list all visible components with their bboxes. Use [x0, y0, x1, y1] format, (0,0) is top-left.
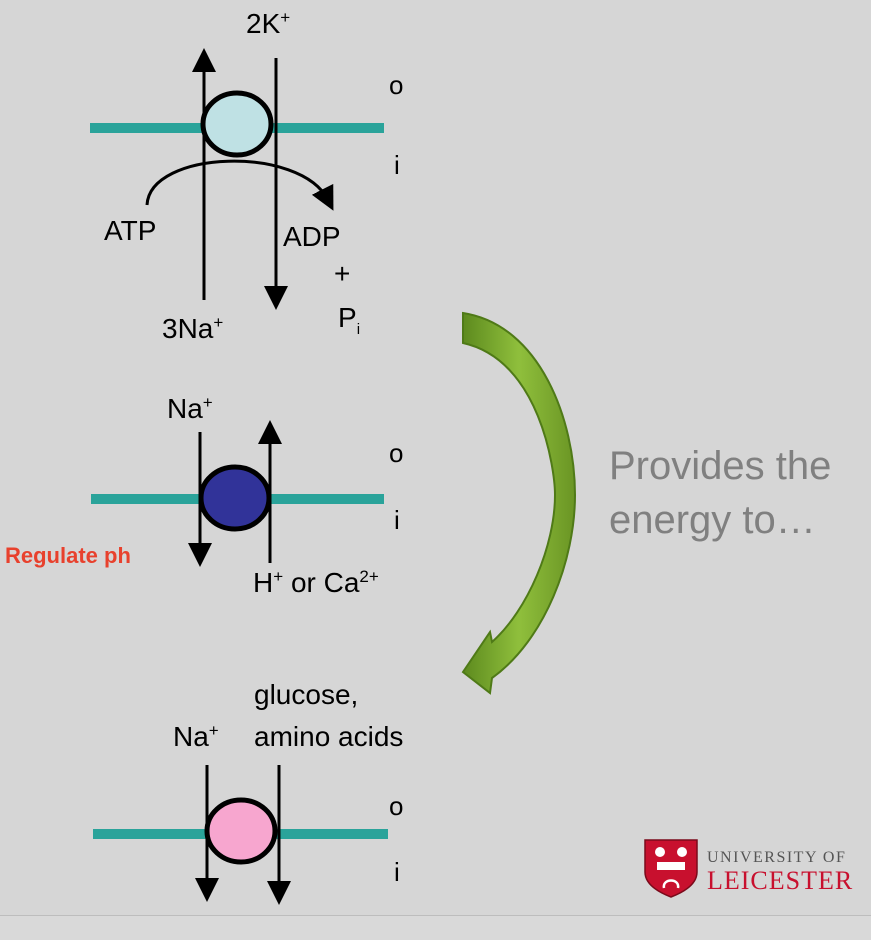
- shield-omega-icon: [662, 879, 680, 889]
- pump2-na-label: Na+: [167, 393, 213, 424]
- pump3-protein: [204, 797, 278, 865]
- pump1-atp-label: ATP: [104, 215, 156, 246]
- pump1-protein: [200, 90, 274, 158]
- pump1-k-label: 2K+: [246, 8, 290, 39]
- energy-curved-arrow: [461, 311, 577, 695]
- pump3-na-label: Na+: [173, 721, 219, 752]
- pump2-protein: [198, 464, 272, 532]
- university-logo: UNIVERSITY OF LEICESTER: [644, 839, 853, 898]
- pump1-na-label: 3Na+: [162, 313, 223, 344]
- pump1-adp-label: ADP: [283, 221, 341, 252]
- pump1-inside-label: i: [394, 150, 400, 180]
- logo-line1: UNIVERSITY OF: [707, 849, 846, 866]
- pump2-regulate-note: Regulate ph: [5, 543, 131, 568]
- pump3-outside-label: o: [389, 791, 403, 821]
- pump2-outside-label: o: [389, 438, 403, 468]
- pump2-h-ca-label: H+ or Ca2+: [253, 567, 379, 598]
- shield-flower-left-icon: [655, 847, 665, 857]
- shield-flower-right-icon: [677, 847, 687, 857]
- pump2-group: Na+ o i Regulate ph H+ or Ca2+: [5, 393, 403, 598]
- pump1-pi-label: Pi: [338, 302, 360, 338]
- pump3-cargo-line1: glucose,: [254, 679, 358, 710]
- bottom-bar: [0, 915, 871, 940]
- pump3-inside-label: i: [394, 857, 400, 887]
- pump1-group: 2K+ o i ATP ADP + Pi 3Na+: [90, 8, 403, 344]
- caption-line2: energy to…: [609, 498, 816, 542]
- pump2-inside-label: i: [394, 505, 400, 535]
- logo-line2: LEICESTER: [707, 866, 853, 895]
- pump1-atp-arc: [145, 159, 334, 211]
- pump3-group: glucose, Na+ amino acids o i: [93, 679, 403, 905]
- pump3-cargo-line2: amino acids: [254, 721, 403, 752]
- pump1-plus-label: +: [334, 258, 350, 289]
- shield-book-icon: [657, 862, 685, 870]
- caption-line1: Provides the: [609, 444, 831, 488]
- pump1-outside-label: o: [389, 70, 403, 100]
